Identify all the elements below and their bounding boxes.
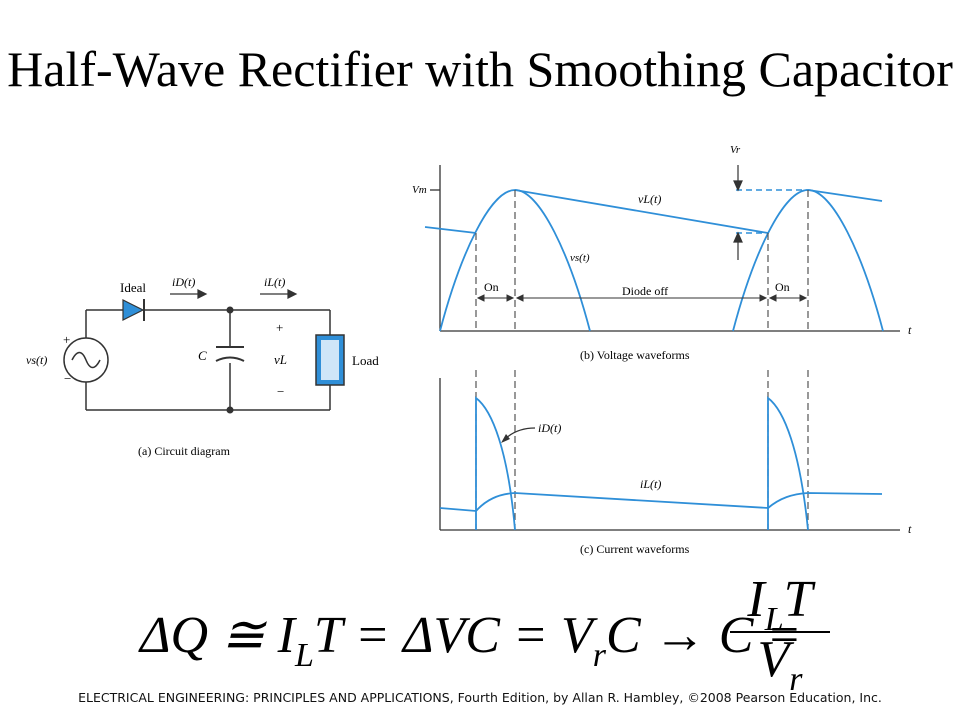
source-plus: + bbox=[63, 332, 70, 347]
source-label: vs(t) bbox=[26, 353, 47, 367]
diode-current-label: iD(t) bbox=[538, 421, 561, 435]
source-minus: − bbox=[64, 371, 71, 386]
capacitor-label: C bbox=[198, 348, 207, 363]
load-current-label: iL(t) bbox=[264, 275, 285, 289]
peak-voltage-label: Vm bbox=[412, 184, 427, 196]
slide-title: Half-Wave Rectifier with Smoothing Capac… bbox=[7, 41, 953, 97]
diode-on-label: On bbox=[484, 280, 499, 294]
capacitor-icon bbox=[215, 346, 245, 362]
ac-source-icon bbox=[63, 337, 109, 383]
equation-lhs: ΔQ ≅ I bbox=[140, 607, 295, 664]
fraction-numerator: ILT bbox=[730, 574, 830, 638]
diode-off-label: Diode off bbox=[622, 284, 668, 298]
load-minus: − bbox=[277, 384, 284, 399]
equation-middle: T = ΔVC = V bbox=[313, 607, 593, 664]
load-voltage-label: vL bbox=[274, 352, 287, 367]
node-dot bbox=[226, 306, 234, 314]
current-arrow-icon bbox=[170, 289, 298, 299]
diode-icon bbox=[122, 299, 145, 321]
load-current-label: iL(t) bbox=[640, 477, 661, 491]
fraction-denominator: Vr bbox=[757, 631, 803, 699]
equation-subscript-r: r bbox=[592, 637, 607, 674]
voltage-waveform-plot: Vm Vr vL(t) vs(t) On Diode off On t (b) … bbox=[412, 144, 912, 362]
equation-row: ΔQ ≅ ILT = ΔVC = VrC → C = bbox=[140, 605, 802, 674]
time-axis-label: t bbox=[908, 323, 912, 337]
load-plus: + bbox=[276, 320, 283, 335]
circuit-caption: (a) Circuit diagram bbox=[138, 444, 231, 458]
load-label: Load bbox=[352, 353, 379, 368]
time-axis-label: t bbox=[908, 522, 912, 536]
ripple-equation: ΔQ ≅ ILT = ΔVC = VrC → C = ILT Vr bbox=[140, 574, 840, 698]
node-dot bbox=[226, 406, 234, 414]
source-voltage-label: vs(t) bbox=[570, 252, 590, 264]
dimension-arrow-icon bbox=[476, 294, 808, 302]
diode-label: Ideal bbox=[120, 280, 146, 295]
load-voltage-waveform bbox=[807, 189, 883, 202]
equation-fraction: ILT Vr bbox=[730, 574, 830, 699]
load-current-waveform bbox=[439, 492, 883, 512]
load-voltage-waveform bbox=[514, 189, 769, 234]
equation-right: C → C = bbox=[606, 607, 802, 664]
voltage-caption: (b) Voltage waveforms bbox=[580, 348, 690, 362]
equation-subscript-L: L bbox=[294, 637, 314, 674]
diode-on-label: On bbox=[775, 280, 790, 294]
copyright-credit: ELECTRICAL ENGINEERING: PRINCIPLES AND A… bbox=[78, 690, 882, 705]
diode-current-waveform bbox=[475, 396, 516, 531]
pointer-arrow-icon bbox=[501, 427, 536, 443]
load-voltage-waveform bbox=[424, 226, 477, 234]
diode-current-label: iD(t) bbox=[172, 275, 195, 289]
current-caption: (c) Current waveforms bbox=[580, 542, 690, 556]
circuit-diagram: Ideal iD(t) iL(t) + − vs(t) C + vL − Loa… bbox=[26, 275, 379, 458]
load-voltage-label: vL(t) bbox=[638, 192, 661, 206]
diode-current-waveform bbox=[767, 396, 809, 531]
ripple-arrow-icon bbox=[733, 165, 743, 260]
current-waveform-plot: iD(t) iL(t) t (c) Current waveforms bbox=[439, 370, 912, 556]
ripple-voltage-label: Vr bbox=[730, 144, 741, 156]
